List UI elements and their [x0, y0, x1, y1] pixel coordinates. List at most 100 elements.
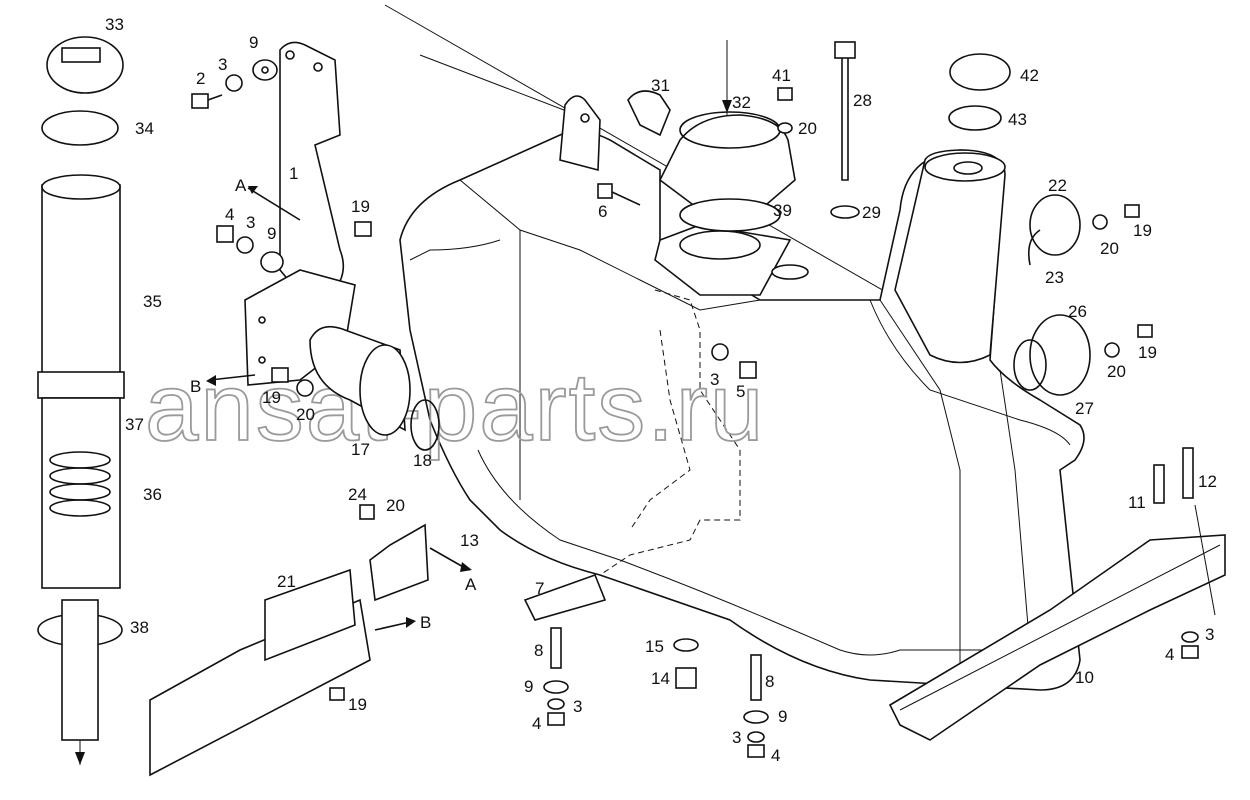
- view-arrow: [209, 374, 256, 381]
- part-label: 32: [732, 93, 751, 112]
- view-marker: A: [235, 176, 247, 195]
- part-label: 8: [534, 641, 543, 660]
- part-label: 8: [765, 672, 774, 691]
- filler-neck-opening: [924, 152, 1006, 182]
- tank-cap: [949, 53, 1011, 91]
- washer-hole: [261, 66, 269, 74]
- bolt-head: [329, 687, 345, 701]
- bracket-hole: [285, 50, 295, 60]
- hex-nut: [216, 225, 234, 243]
- lock-washer: [1181, 631, 1199, 643]
- part-label: 24: [348, 485, 367, 504]
- nut: [296, 379, 314, 397]
- part-label: 9: [524, 677, 533, 696]
- shield-panel: [264, 568, 356, 662]
- leader-line: [384, 4, 901, 301]
- view-arrow: [247, 187, 301, 221]
- flange-gasket: [1013, 339, 1047, 391]
- tank-sender-port: [771, 264, 809, 280]
- down-arrow-icon: [75, 752, 85, 765]
- washer: [743, 710, 769, 724]
- lock-washer: [225, 74, 243, 92]
- bolt: [1153, 464, 1165, 504]
- bolt-head: [354, 221, 372, 237]
- bolt-shank: [207, 94, 223, 101]
- lock-washer: [547, 698, 565, 710]
- part-label: 9: [267, 224, 276, 243]
- part-label: 4: [532, 714, 541, 733]
- stud: [750, 654, 762, 701]
- part-label: 21: [277, 572, 296, 591]
- tank-mounting-lug: [559, 95, 601, 172]
- part-label: 26: [1068, 302, 1087, 321]
- part-label: 36: [143, 485, 162, 504]
- heat-shield: [149, 598, 371, 777]
- part-label: 19: [262, 388, 281, 407]
- return-flange: [1029, 314, 1091, 396]
- nut: [359, 504, 375, 520]
- bracket-hole: [258, 356, 266, 364]
- part-label: 19: [1133, 221, 1152, 240]
- arrow-icon: [248, 186, 258, 194]
- part-label: 27: [1075, 399, 1094, 418]
- part-label: 7: [535, 579, 544, 598]
- outlet-gasket: [410, 399, 440, 451]
- bolt-head: [1137, 324, 1153, 338]
- vent-pipe: [1027, 229, 1041, 266]
- leader-line: [419, 54, 591, 121]
- filler-neck-bore: [953, 161, 983, 175]
- dipstick-seal: [830, 205, 860, 219]
- leader-line: [1194, 504, 1216, 616]
- view-marker: A: [465, 575, 477, 594]
- cap-seal: [41, 110, 119, 146]
- nut: [1181, 645, 1199, 659]
- drain-plug: [675, 667, 697, 689]
- part-label: 10: [1075, 668, 1094, 687]
- tank-edge: [477, 449, 1030, 656]
- part-label: 19: [1138, 343, 1157, 362]
- spring-icon: [49, 451, 111, 517]
- part-label: 3: [732, 728, 741, 747]
- lock-washer: [236, 236, 254, 254]
- part-label: 3: [1205, 625, 1214, 644]
- bolt: [1182, 447, 1194, 499]
- rail-edge: [899, 544, 1221, 711]
- part-label: 20: [1100, 239, 1119, 258]
- part-label: 33: [105, 15, 124, 34]
- dipstick-rod: [841, 58, 849, 181]
- part-label: 3: [246, 213, 255, 232]
- part-label: 23: [1045, 268, 1064, 287]
- filler-strainer: [41, 184, 121, 376]
- part-label: 1: [289, 164, 298, 183]
- part-label: 18: [413, 451, 432, 470]
- part-label: 4: [225, 205, 234, 224]
- part-label: 19: [351, 197, 370, 216]
- down-arrow-icon: [722, 100, 732, 113]
- bolt-head: [1124, 204, 1140, 218]
- part-label: 3: [218, 55, 227, 74]
- bracket-hole: [313, 62, 323, 72]
- part-label: 37: [125, 415, 144, 434]
- part-label: 20: [798, 119, 817, 138]
- part-label: 3: [573, 697, 582, 716]
- view-marker: B: [190, 377, 201, 396]
- nut: [1092, 214, 1108, 230]
- part-label: 42: [1020, 66, 1039, 85]
- hidden-strap-outline: [629, 329, 691, 531]
- part-label: 19: [348, 695, 367, 714]
- dipstick-head: [834, 41, 856, 59]
- screw-head: [777, 87, 793, 101]
- part-label: 12: [1198, 472, 1217, 491]
- part-label: 20: [386, 496, 405, 515]
- bolt-head: [597, 183, 613, 199]
- part-label: 43: [1008, 110, 1027, 129]
- part-label: 11: [1128, 493, 1146, 512]
- drain-tube: [61, 599, 99, 741]
- lug-hole: [580, 113, 590, 123]
- bolt-head: [739, 361, 757, 379]
- part-label: 22: [1048, 176, 1067, 195]
- bracket-hole: [258, 316, 266, 324]
- cap-gasket: [948, 105, 1002, 131]
